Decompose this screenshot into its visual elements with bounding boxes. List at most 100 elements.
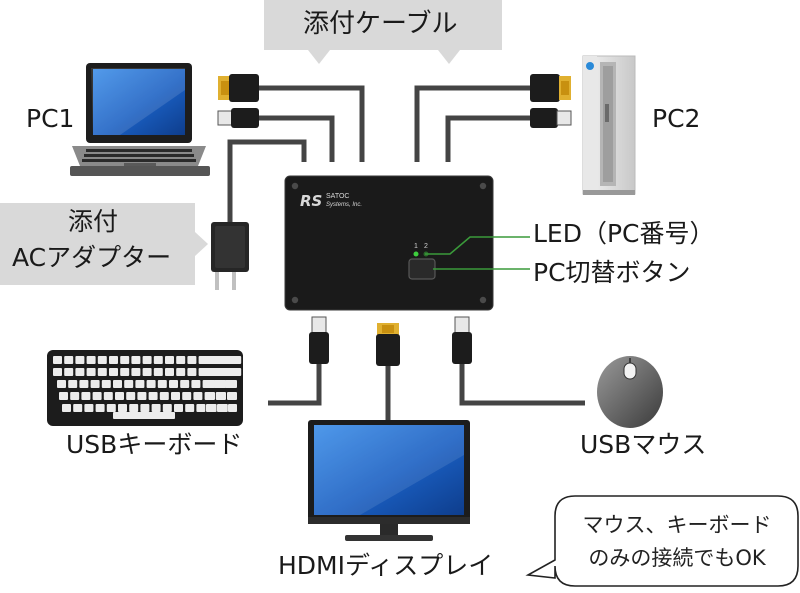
speech-bubble	[525, 495, 799, 587]
keyboard-key	[95, 404, 105, 412]
keyboard-key	[68, 380, 78, 388]
keyboard-key	[142, 368, 152, 376]
keyboard-key	[165, 356, 174, 364]
keyboard-key	[109, 368, 118, 376]
usb-mouse-label: USBマウス	[580, 430, 707, 459]
keyboard-numpad-key	[206, 368, 215, 376]
cable-banner-label: 添付ケーブル	[303, 9, 458, 39]
keyboard-key	[73, 404, 83, 412]
keyboard-key	[151, 404, 161, 412]
keyboard-key	[64, 368, 74, 376]
cable-banner-pointer-left	[308, 50, 330, 64]
keyboard-key	[103, 392, 113, 400]
cable-banner-pointer-right	[438, 50, 460, 64]
keyboard-key	[176, 356, 186, 364]
keyboard-key	[126, 392, 136, 400]
adapter-cable	[227, 139, 307, 222]
keyboard-key	[113, 380, 122, 388]
ac-adapter-icon	[211, 222, 249, 290]
keyboard-key	[75, 368, 85, 376]
keyboard-key	[86, 368, 96, 376]
keyboard-key	[185, 404, 195, 412]
keyboard-numpad-key	[228, 356, 237, 364]
keyboard-key	[198, 356, 208, 364]
keyboard-key	[135, 380, 145, 388]
keyboard-numpad-key	[217, 356, 226, 364]
keyboard-key	[182, 392, 192, 400]
keyboard-key	[75, 356, 85, 364]
adapter-label-line2: ACアダプター	[12, 243, 172, 272]
keyboard-key	[146, 380, 156, 388]
keyboard-numpad-key	[206, 392, 215, 400]
keyboard-key	[57, 380, 66, 388]
keyboard-key	[90, 380, 100, 388]
pc1-usb-plug	[217, 108, 259, 128]
keyboard-key	[120, 356, 130, 364]
mouse-cable	[459, 362, 585, 406]
keyboard-key	[148, 392, 158, 400]
keyboard-key	[64, 356, 74, 364]
pc-switch-button[interactable]	[408, 258, 436, 280]
keyboard-key	[115, 392, 124, 400]
keyboard-key	[131, 368, 141, 376]
keyboard-key	[97, 356, 107, 364]
keyboard-key	[53, 356, 62, 364]
keyboard-key	[137, 392, 147, 400]
keyboard-key	[142, 356, 152, 364]
keyboard-key	[120, 368, 130, 376]
lower-cables	[268, 362, 585, 420]
keyboard-numpad-key	[228, 404, 237, 412]
keyboard-numpad-key	[228, 380, 237, 388]
keyboard-key	[169, 380, 178, 388]
keyboard-key	[159, 392, 169, 400]
cable-banner	[264, 0, 502, 50]
keyboard-key	[101, 380, 111, 388]
keyboard-cable	[268, 362, 322, 406]
keyboard-key	[86, 356, 96, 364]
pc2-usb-cable	[445, 115, 530, 162]
bubble-text-line2: のみの接続でもOK	[588, 546, 766, 570]
keyboard-key	[187, 356, 197, 364]
pc1-label: PC1	[26, 104, 75, 133]
keyboard-key	[97, 368, 107, 376]
hdmi-display-label: HDMIディスプレイ	[278, 551, 494, 580]
keyboard-key	[53, 368, 62, 376]
keyboard-key	[153, 356, 163, 364]
keyboard-key	[124, 380, 134, 388]
pc2-hdmi-cable	[414, 85, 530, 162]
adapter-banner-pointer	[195, 232, 208, 256]
mouse-icon	[597, 356, 663, 428]
led-callout-line	[425, 236, 530, 255]
pc1-hdmi-cable	[259, 85, 365, 162]
display-hdmi-plug	[376, 323, 400, 366]
keyboard-numpad-key	[206, 356, 215, 364]
keyboard-numpad-key	[206, 380, 215, 388]
keyboard-key	[62, 404, 71, 412]
pc1-hdmi-plug	[218, 74, 259, 102]
keyboard-key	[81, 392, 91, 400]
keyboard-key	[171, 392, 180, 400]
mouse-usb-plug	[452, 316, 472, 364]
keyboard-key	[162, 404, 172, 412]
pc2-usb-plug	[530, 108, 572, 128]
led-number-1: 1	[414, 243, 418, 250]
keyboard-key	[191, 380, 201, 388]
keyboard-numpad-key	[228, 392, 237, 400]
pc2-hdmi-plug	[530, 74, 571, 102]
monitor-icon	[308, 420, 470, 541]
usb-keyboard-label: USBキーボード	[66, 430, 243, 459]
keyboard-key	[180, 380, 190, 388]
keyboard-key	[187, 368, 197, 376]
keyboard-key	[70, 392, 80, 400]
keyboard-key	[129, 404, 139, 412]
adapter-label-line1: 添付	[68, 207, 119, 236]
keyboard-key	[79, 380, 89, 388]
keyboard-numpad-key	[217, 368, 226, 376]
desktop-tower-icon	[582, 55, 636, 195]
keyboard-key	[59, 392, 68, 400]
keyboard-key	[153, 368, 163, 376]
keyboard-key	[118, 404, 127, 412]
adapter-banner	[0, 203, 195, 285]
keyboard-key	[92, 392, 102, 400]
